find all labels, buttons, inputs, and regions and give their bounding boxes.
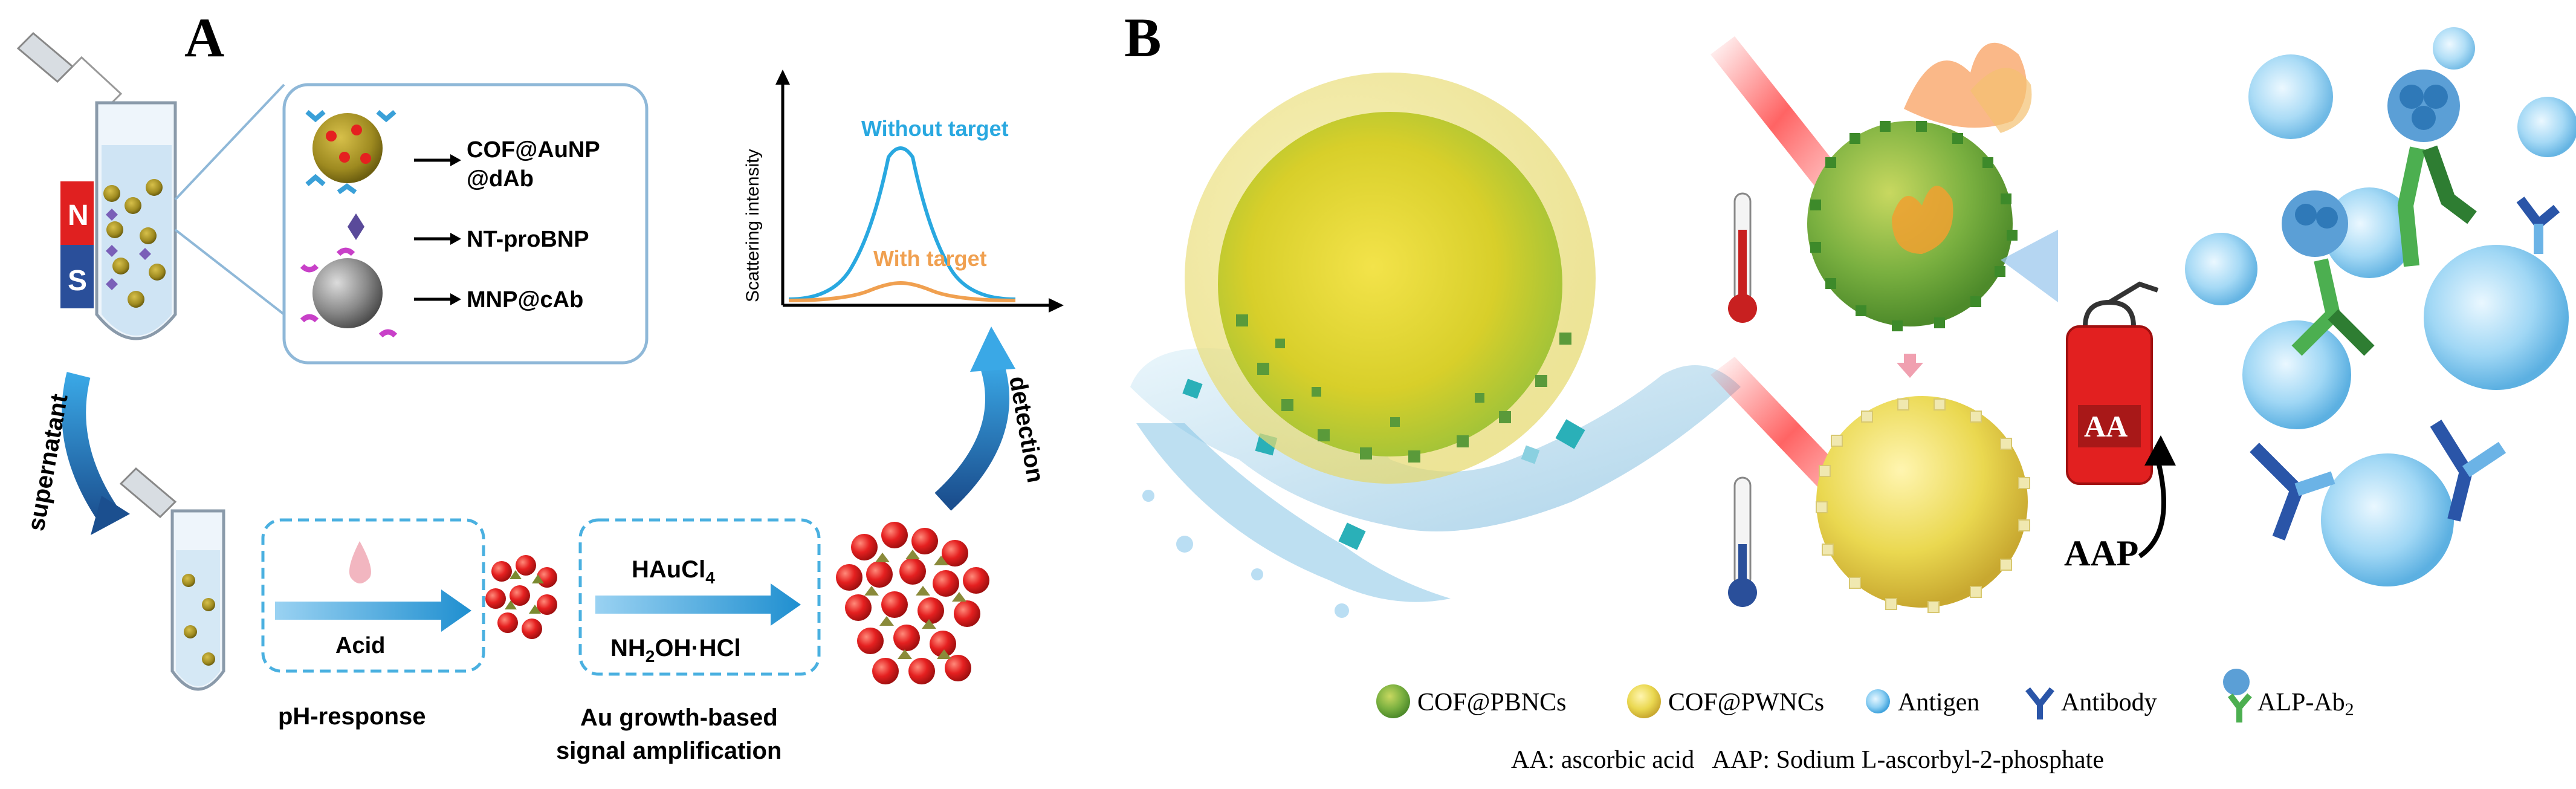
acid-droplet-icon [349,541,371,583]
pink-down-arrow [1897,354,1923,378]
probe-label-line2: @dAb [467,166,534,192]
grown-aunp-cluster [836,522,989,684]
legend-cof-pwncs-label: COF@PWNCs [1668,689,1824,716]
released-aunp-cluster [485,555,557,639]
panel-b-label: B [1124,7,1161,68]
acid-step-box: Acid [261,518,485,673]
legend-cof-pbncs-label: COF@PBNCs [1417,689,1566,716]
amplification-label-line1: Au growth-based [580,704,778,731]
legend-alp-ab2-label: ALP-Ab2 [2257,689,2354,719]
legend-antigen-icon [1866,689,1890,713]
antibody-1 [2250,443,2335,541]
acid-label: Acid [335,633,385,658]
panel-b: B [1124,7,2576,774]
magnet-north-label: N [68,200,89,232]
chart-y-axis-label: Scattering intensity [743,149,763,302]
detection-arrow: detection [934,326,1049,511]
aap-label: AAP [2064,533,2138,573]
legend-cof-pwncs-icon [1627,684,1661,718]
series-without-target-label: Without target [861,116,1009,141]
legend-alp-ab2-icon [2223,669,2252,722]
bottom-tube [119,467,225,691]
legend-antibody-label: Antibody [2061,689,2157,716]
aap-curved-arrow [2138,459,2166,559]
au-growth-step-box: HAuCl4 NH2OH·HCl [578,518,821,676]
panel-b-legend: COF@PBNCs COF@PWNCs Antigen Antibody ALP… [1376,669,2354,722]
cof-aunp-probe-icon [312,113,383,183]
panel-a-label: A [184,7,224,68]
detection-label: detection [1004,374,1049,485]
nh2oh-hcl-label: NH2OH·HCl [610,635,741,666]
cof-pwncs-cold-sphere [1816,396,2030,613]
capture-label: MNP@cAb [467,287,583,313]
panel-a: A N S [16,7,1064,764]
target-label: NT-proBNP [467,227,589,252]
probe-legend-box: COF@AuNP @dAb NT-proBNP MNP@cAb [282,83,649,365]
panel-b-footnote: AA: ascorbic acid AAP: Sodium L-ascorbyl… [1511,746,2104,774]
hot-thermometer-icon [1728,192,1757,323]
magnet: N S [60,181,94,308]
antibody-2 [2430,420,2506,522]
supernatant-label: supernatant [23,392,73,533]
laser-beam-top [1710,36,1849,200]
with-target-curve [788,281,1016,302]
nt-probnp-icon [348,213,364,240]
supernatant-arrow: supernatant [23,372,130,535]
scattering-chart: Scattering intensity Without target With… [743,70,1064,313]
legend-antibody-icon [2025,687,2054,719]
magnet-south-label: S [68,265,87,297]
antibody-3 [2516,196,2560,254]
series-with-target-label: With target [873,246,987,271]
alp-ab2-complex-1 [2387,70,2477,267]
antigen-spheres [2185,27,2576,586]
aa-extinguisher-icon: AA [2066,281,2159,485]
light-cone [2001,230,2058,302]
flame-icon [1904,42,2032,133]
probe-label-line1: COF@AuNP [467,137,600,163]
cold-thermometer-icon [1728,476,1757,607]
ph-response-label: pH-response [278,703,426,730]
cof-pbncs-hot-sphere [1807,121,2018,331]
legend-cof-pbncs-icon [1376,684,1410,718]
alp-ab2-complex-2 [2282,190,2375,356]
cof-core-shell-sphere [1185,73,1596,484]
aa-label: AA [2084,409,2128,443]
without-target-curve [788,146,1016,301]
tube-complexes [103,179,166,308]
haucl4-label: HAuCl4 [632,556,715,587]
legend-antigen-label: Antigen [1898,689,1979,716]
amplification-label-line2: signal amplification [556,738,782,764]
mnp-capture-icon [312,258,383,328]
